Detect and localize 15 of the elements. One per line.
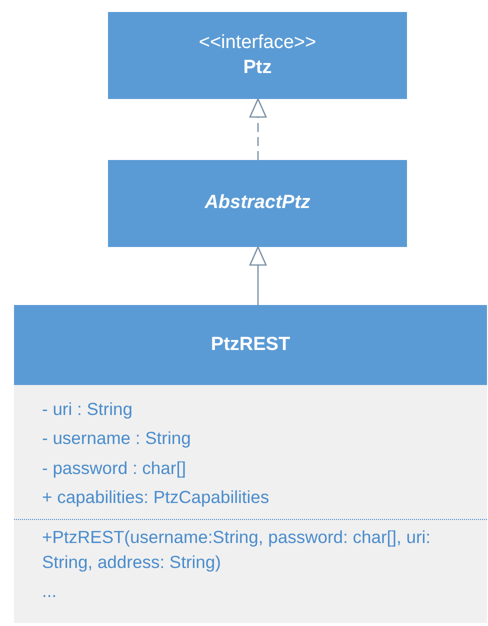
class-name: AbstractPtz — [204, 191, 310, 216]
class-box — [108, 160, 407, 247]
class-name: PtzREST — [210, 332, 290, 357]
generalization-arrow — [249, 246, 267, 305]
realization-arrow — [249, 98, 267, 160]
class-name: Ptz — [243, 56, 272, 80]
stereotype-text: <<interface>> — [198, 30, 316, 55]
attribute-text: + capabilities: PtzCapabilities — [42, 486, 270, 510]
method-text: ... — [42, 580, 58, 604]
class-box — [14, 305, 487, 623]
attribute-text: - uri : String — [42, 398, 134, 421]
class-box — [108, 12, 407, 99]
method-text: +PtzREST(username:String, password: char[], uri: String, address: String) — [42, 526, 432, 574]
attribute-text: - password : char[] — [42, 456, 187, 480]
attribute-text: - username : String — [42, 427, 192, 450]
